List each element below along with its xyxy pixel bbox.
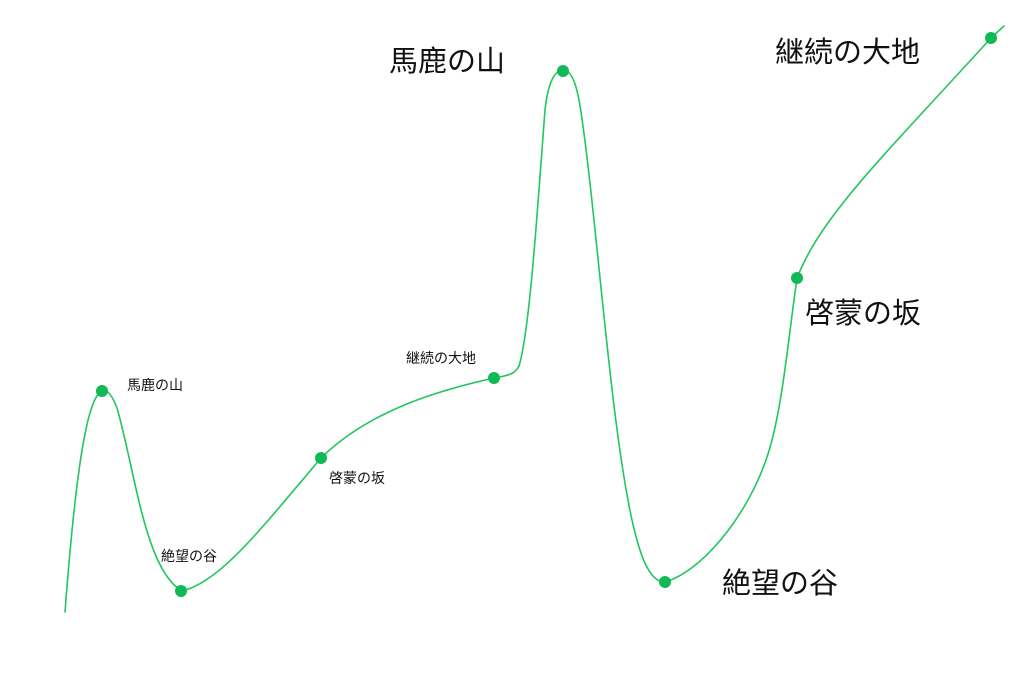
point-plateau-small bbox=[488, 372, 500, 384]
point-peak-large bbox=[557, 65, 569, 77]
label-valley-small: 絶望の谷 bbox=[161, 549, 217, 565]
label-plateau-large: 継続の大地 bbox=[775, 35, 920, 69]
label-valley-large: 絶望の谷 bbox=[722, 566, 838, 600]
label-peak-large: 馬鹿の山 bbox=[389, 44, 505, 78]
label-peak-small: 馬鹿の山 bbox=[127, 377, 183, 394]
point-valley-small bbox=[175, 585, 187, 597]
point-peak-small bbox=[96, 385, 108, 397]
label-slope-large: 啓蒙の坂 bbox=[805, 296, 921, 330]
point-valley-large bbox=[659, 576, 671, 588]
label-slope-small: 啓蒙の坂 bbox=[329, 471, 385, 487]
small-curve bbox=[64, 365, 520, 613]
large-curve bbox=[518, 25, 1005, 583]
point-plateau-large bbox=[985, 32, 997, 44]
point-slope-small bbox=[315, 452, 327, 464]
label-plateau-small: 継続の大地 bbox=[406, 350, 476, 367]
point-slope-large bbox=[791, 272, 803, 284]
